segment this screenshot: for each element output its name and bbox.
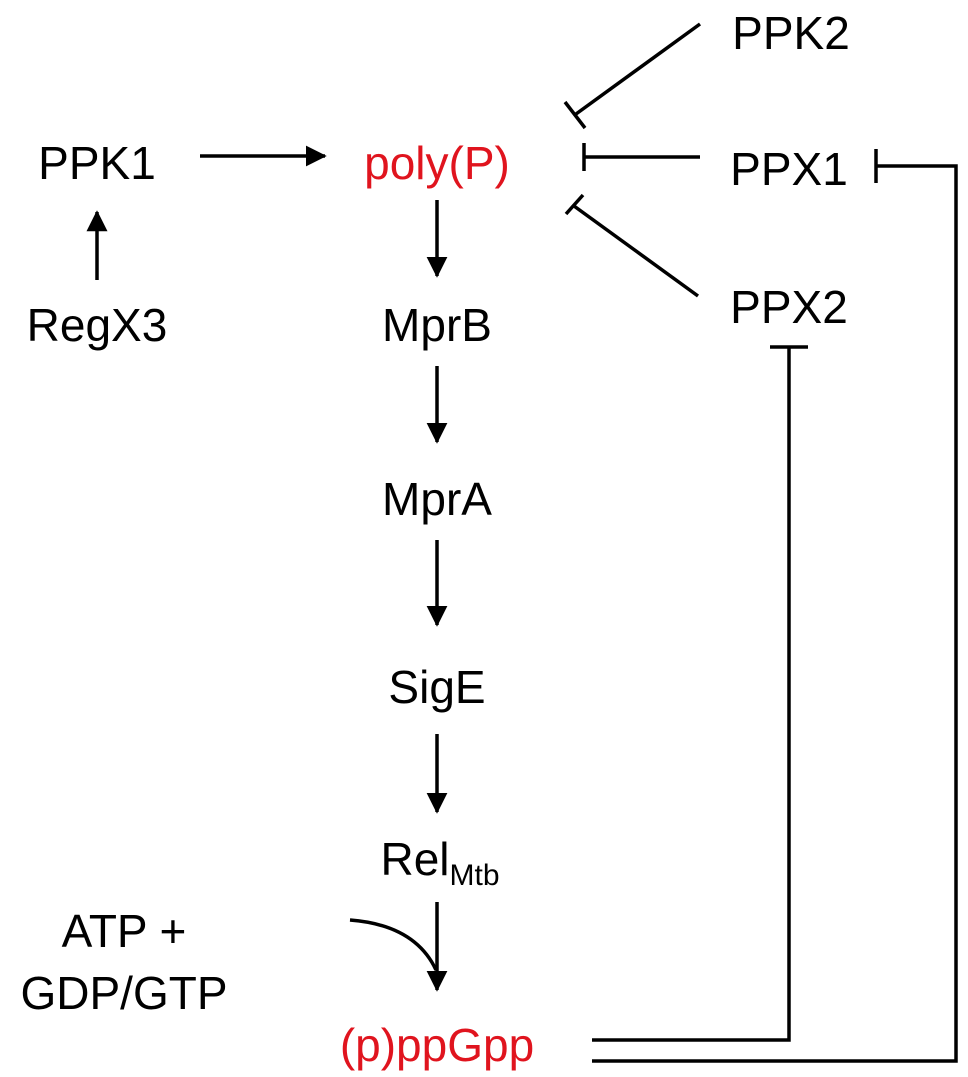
node-polyp: poly(P) xyxy=(364,137,510,189)
edge-ppk2-polyp xyxy=(574,22,702,116)
node-mprb: MprB xyxy=(382,299,492,351)
node-atp: ATP + xyxy=(61,905,187,957)
edge-atp-curve xyxy=(349,918,438,971)
node-sige: SigE xyxy=(388,661,486,713)
rel-subscript: Mtb xyxy=(449,859,500,892)
edge-ppgpp-ppx2 xyxy=(592,347,791,1042)
edge-ppx2-polyp xyxy=(572,204,700,298)
node-ppk1: PPK1 xyxy=(38,137,156,189)
edge-ppx2-bar xyxy=(564,193,585,216)
edge-ppgpp-ppx1 xyxy=(592,164,958,1063)
node-rel: RelMtb xyxy=(380,833,499,891)
rel-main-text: Rel xyxy=(380,833,450,885)
node-ppx2: PPX2 xyxy=(730,281,848,333)
node-ppk2: PPK2 xyxy=(732,7,850,59)
node-ppx1: PPX1 xyxy=(730,143,848,195)
node-regx3: RegX3 xyxy=(26,299,168,351)
node-ppgpp: (p)ppGpp xyxy=(339,1019,535,1071)
edge-ppk2-bar xyxy=(563,100,587,130)
node-gdp-gtp: GDP/GTP xyxy=(20,967,228,1019)
node-mpra: MprA xyxy=(382,473,492,525)
